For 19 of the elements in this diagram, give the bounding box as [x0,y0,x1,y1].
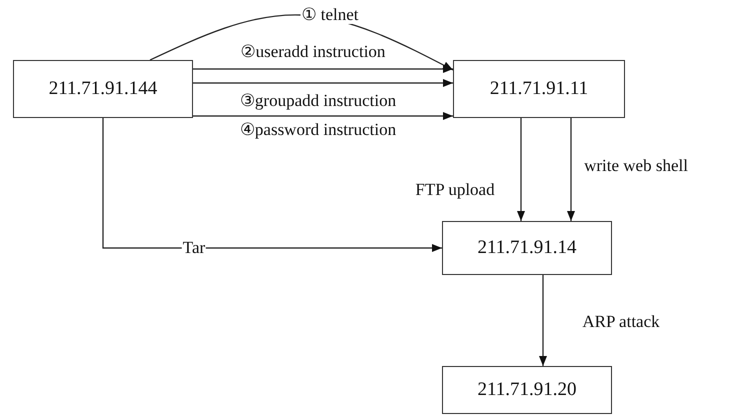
arrow [539,275,547,366]
edge-label: ④password instruction [238,121,398,139]
ip-address-box [13,60,193,118]
arrow [193,65,453,73]
arrow [517,118,525,221]
ip-address: 211.71.91.14 [477,237,577,259]
ip-address: 211.71.91.20 [477,379,577,401]
arrow [193,112,453,120]
edge-label: ③groupadd instruction [238,92,398,110]
ip-address-box [442,221,612,275]
arrow [102,118,442,252]
ip-address: 211.71.91.144 [48,78,158,100]
arrow [193,79,453,87]
edge-label: FTP upload [414,181,496,199]
arrow [567,118,575,221]
ip-address-box [453,60,625,118]
ip-address-box [442,366,612,414]
edge-label: ① telnet [300,6,360,24]
ip-address: 211.71.91.11 [490,78,588,100]
